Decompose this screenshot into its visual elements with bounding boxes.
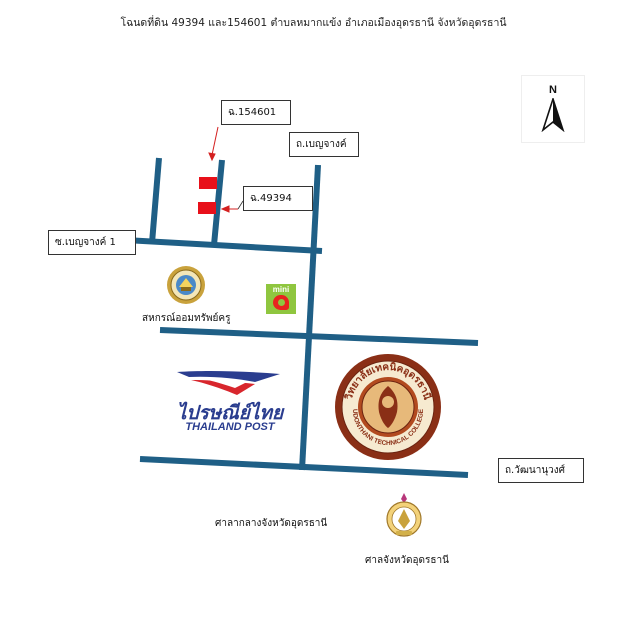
road-benchajang-vertical <box>299 164 321 471</box>
label-court: ศาลจังหวัดอุดรธานี <box>365 555 449 566</box>
label-road-watthananuwong: ถ.วัฒนานุวงศ์ <box>498 458 584 483</box>
coop-logo-icon <box>167 266 205 304</box>
label-deed-154601: ฉ.154601 <box>221 100 291 125</box>
map-title: โฉนดที่ดิน 49394 และ154601 ตำบลหมากแข้ง … <box>120 17 507 29</box>
road-north-middle <box>211 159 225 246</box>
post-logo-thai: ไปรษณีย์ไทย <box>176 402 284 424</box>
north-arrow-icon <box>541 98 565 132</box>
road-watthananuwong <box>139 456 469 478</box>
post-logo-en: THAILAND POST <box>185 421 275 433</box>
leader-49394 <box>237 200 244 210</box>
label-deed-49394: ฉ.49394 <box>243 186 313 211</box>
label-road-benchajang: ถ.เบญจางค์ <box>289 132 359 157</box>
label-city-hall: ศาลากลางจังหวัดอุดรธานี <box>215 518 328 529</box>
road-soi-benchajang-1 <box>124 237 323 254</box>
plot-154601 <box>199 177 217 189</box>
plot-49394 <box>198 202 216 214</box>
label-soi-benchajang-1: ซ.เบญจางค์ 1 <box>48 230 136 255</box>
arrow-154601 <box>211 126 219 156</box>
label-coop: สหกรณ์ออมทรัพย์ครู <box>142 313 231 324</box>
minimart-logo-icon: mini <box>266 284 296 314</box>
north-letter: N <box>549 84 557 96</box>
minimart-logo-text: mini <box>272 285 290 294</box>
road-north-west <box>149 157 162 244</box>
thailand-post-bird-icon <box>177 370 280 395</box>
college-seal-icon: วิทยาลัยเทคนิคอุดรธานี UDONTHANI TECHNIC… <box>335 354 441 460</box>
road-middle-horizontal <box>159 327 479 346</box>
court-emblem-icon <box>386 493 422 537</box>
north-compass: N <box>521 75 585 143</box>
